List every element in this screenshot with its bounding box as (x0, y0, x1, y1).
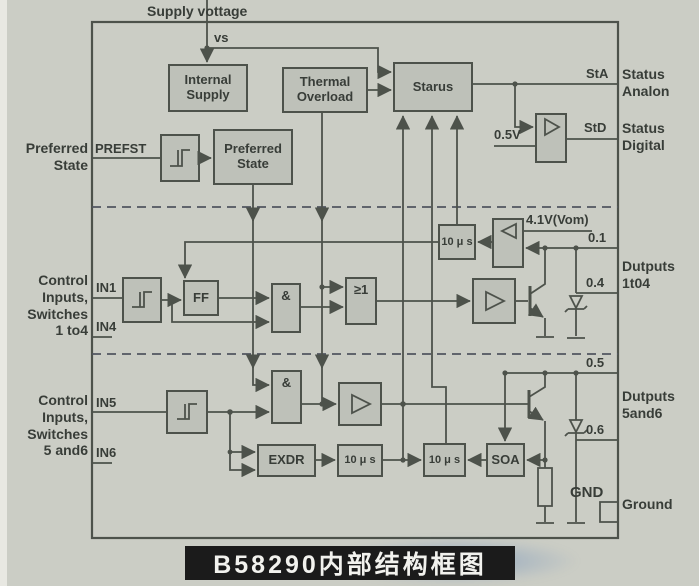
block-and-gate-1: & (271, 283, 301, 333)
wire-prefstate-down (252, 185, 270, 393)
wire-to-exdr-b (229, 412, 256, 478)
pin-in1: IN1 (96, 280, 117, 295)
pin-sta: StA (586, 66, 609, 81)
block-flipflop: FF (183, 280, 219, 316)
ref-0v5-label: 0.5V (494, 127, 521, 142)
block-and-gate-2: & (271, 370, 302, 424)
ext-label-outputs-1to4: Dutputs 1t04 (622, 258, 675, 291)
wire-timer3-to-status (424, 115, 447, 443)
block-schmitt-in5-6 (166, 390, 208, 434)
block-or-gate: ≥1 (345, 277, 377, 325)
pin-out4: 0.4 (586, 275, 605, 290)
resistor-ground (536, 506, 554, 524)
pin-in6: IN6 (96, 445, 117, 460)
caption-bar: B58290内部结构框图 (185, 546, 515, 580)
ref-4v1-label: 4.1V(Vom) (526, 212, 589, 227)
transistor1-collector (529, 248, 546, 295)
pin-out1: 0.1 (588, 230, 607, 245)
block-overvoltage-comparator (492, 218, 524, 268)
pin-in4: IN4 (96, 319, 117, 334)
block-status-digital-comparator (535, 113, 567, 163)
ext-label-outputs-5and6: Dutputs 5and6 (622, 388, 675, 421)
pin-gnd: GND (570, 484, 604, 501)
zener2-ground (567, 433, 585, 524)
block-preferred-state: Preferred State (213, 129, 293, 185)
block-timer-2: 10 μ s (337, 444, 383, 477)
pin-prefst: PREFST (95, 141, 147, 156)
ext-label-status-digital: Status Digital (622, 120, 665, 153)
block-driver-2 (338, 382, 382, 426)
pin-out6: 0.6 (586, 422, 605, 437)
supply-voltage-label: Supply vottage (147, 3, 248, 19)
block-schmitt-in1-4 (122, 277, 162, 323)
resistor-icon (537, 467, 553, 507)
wire-sta-to-comparator (514, 84, 534, 135)
gnd-pin-icon (599, 501, 618, 523)
block-driver-1 (472, 278, 516, 324)
zener-diode-icon-1 (564, 295, 588, 313)
transistor1-emitter (527, 303, 544, 318)
transistor2-collector (528, 373, 546, 398)
ext-label-ground: Ground (622, 496, 673, 512)
block-schmitt-prefst (160, 134, 200, 182)
caption-text: B58290内部结构框图 (213, 551, 487, 579)
transistor2-emitter (527, 406, 544, 421)
ext-label-preferred-state: Preferred State (25, 140, 88, 173)
block-soa: SOA (486, 443, 525, 477)
block-status: Starus (393, 62, 473, 112)
pin-std: StD (584, 120, 607, 135)
ext-label-control-1to4: Control Inputs, Switches 1 to4 (27, 272, 88, 339)
block-internal-supply: Internal Supply (168, 64, 248, 112)
vs-label: vs (214, 30, 229, 45)
block-thermal-overload: Thermal Overload (282, 67, 368, 113)
ext-label-control-5and6: Control Inputs, Switches 5 and6 (27, 392, 88, 459)
block-exdr: EXDR (257, 444, 316, 477)
zener-diode-icon-2 (564, 419, 588, 437)
pin-in5: IN5 (96, 395, 117, 410)
zener1-ground (567, 309, 585, 339)
wire-timer1-to-ff (177, 241, 438, 279)
block-timer-3: 10 μ s (423, 443, 466, 477)
transistor1-ground (536, 318, 554, 338)
block-timer-1: 10 μ s (438, 224, 476, 260)
pin-out5: 0.5 (586, 355, 605, 370)
ext-label-status-analog: Status Analon (622, 66, 670, 99)
